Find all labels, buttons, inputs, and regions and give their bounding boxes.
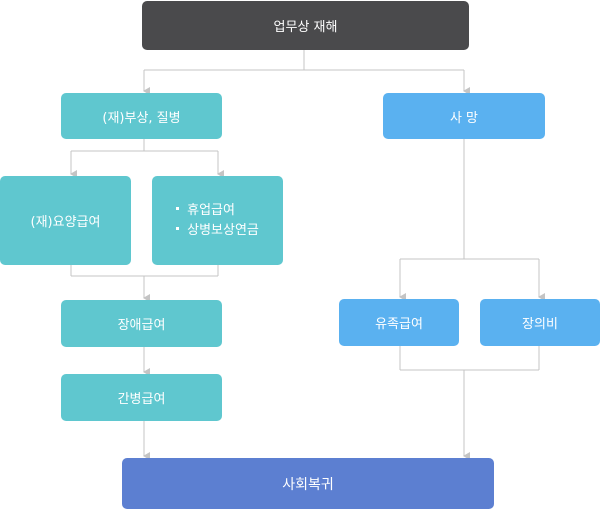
node-death: 사 망 — [383, 93, 545, 139]
node-injury-illness: (재)부상, 질병 — [61, 93, 222, 139]
node-label: 사 망 — [449, 110, 479, 126]
node-survivor-benefit: 유족급여 — [339, 299, 459, 346]
node-label: 사회복귀 — [282, 476, 334, 493]
node-medical-care-benefit: (재)요양급여 — [0, 176, 131, 265]
node-occupational-accident: 업무상 재해 — [142, 1, 469, 50]
node-label: 장의비 — [522, 317, 558, 332]
node-label: 간병급여 — [117, 392, 166, 407]
list-item-label: 휴업급여 — [187, 202, 235, 218]
list-item-label: 상병보상연금 — [187, 222, 259, 238]
list-item: 상병보상연금 — [176, 221, 259, 241]
node-label: (재)요양급여 — [30, 215, 101, 230]
node-label: 유족급여 — [375, 317, 423, 332]
node-funeral-expenses: 장의비 — [480, 299, 600, 346]
node-disability-benefit: 장애급여 — [61, 300, 222, 347]
node-label: 업무상 재해 — [273, 20, 338, 35]
benefit-list: 휴업급여 상병보상연금 — [176, 201, 259, 241]
bullet-icon — [176, 226, 180, 230]
node-leave-benefits: 휴업급여 상병보상연금 — [152, 176, 283, 265]
bullet-icon — [176, 206, 180, 210]
node-nursing-benefit: 간병급여 — [61, 374, 222, 421]
node-label: (재)부상, 질병 — [102, 110, 181, 126]
node-label: 장애급여 — [117, 318, 166, 333]
list-item: 휴업급여 — [176, 201, 259, 221]
node-social-rehabilitation: 사회복귀 — [122, 458, 494, 509]
